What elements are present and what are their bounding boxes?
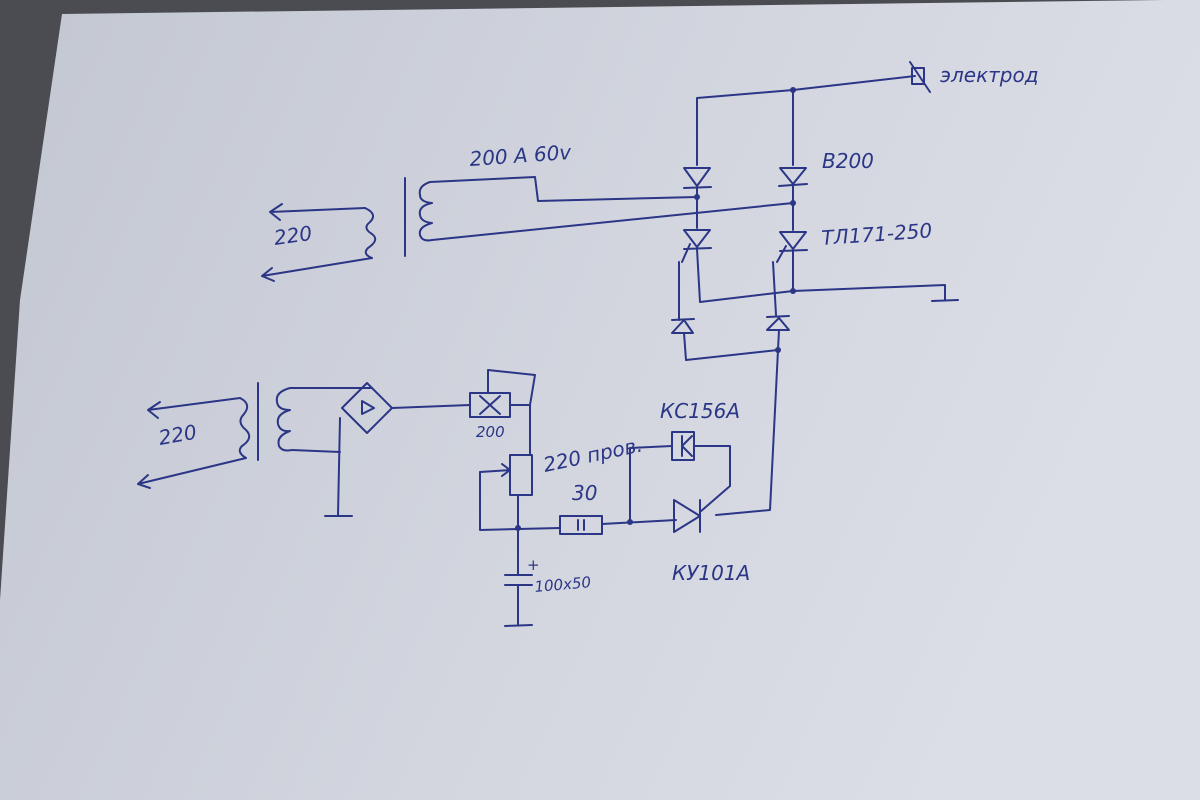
primary-coil-upper: [364, 207, 377, 259]
label-zener-type: КС156А: [660, 399, 740, 423]
diode-bridge: [341, 382, 393, 434]
label-cap-value: 100x50: [534, 573, 592, 596]
label-electrode: электрод: [940, 63, 1039, 87]
label-resistor-value: 30: [572, 481, 597, 505]
label-scr-type: КУ101А: [672, 561, 750, 585]
variable-resistor: [509, 454, 533, 496]
gate-diode-left: [671, 318, 695, 334]
capacitor: [504, 527, 533, 627]
primary-coil-lower: [238, 397, 251, 459]
label-cap-polarity: +: [527, 556, 540, 574]
control-section: [137, 369, 731, 627]
secondary-coil-lower: [275, 387, 293, 452]
mains-arrow-2: [261, 257, 373, 282]
mains-arrow-1: [269, 203, 366, 221]
label-relay-value: 200: [476, 423, 505, 441]
power-section: [261, 61, 959, 516]
electrode-terminal: [911, 67, 925, 85]
secondary-coil: [418, 181, 433, 242]
label-diode-type: B200: [822, 149, 874, 173]
label-mains-top: 220: [272, 221, 313, 250]
scr-ku101a: [673, 499, 701, 533]
